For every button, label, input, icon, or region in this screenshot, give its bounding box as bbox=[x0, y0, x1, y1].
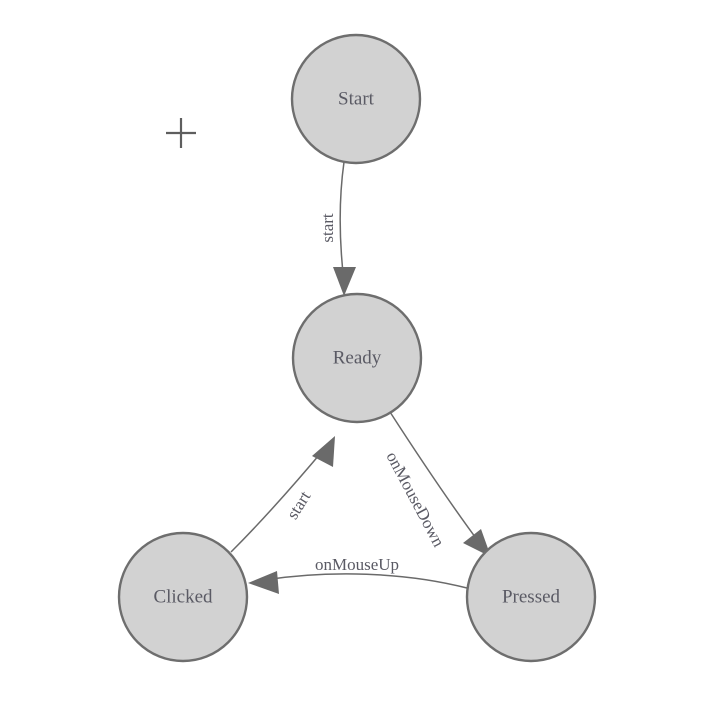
node-clicked[interactable]: Clicked bbox=[117, 531, 249, 663]
crosshair-icon bbox=[166, 118, 196, 148]
edge-line bbox=[389, 411, 482, 546]
edge-line bbox=[263, 573, 468, 589]
node-label-pressed: Pressed bbox=[502, 586, 561, 607]
node-label-clicked: Clicked bbox=[153, 586, 213, 607]
edge-ready-to-pressed[interactable]: onMouseDown bbox=[382, 411, 491, 557]
node-shape bbox=[117, 531, 249, 663]
edge-label-onmousedown: onMouseDown bbox=[382, 449, 448, 551]
arrowhead-icon bbox=[333, 267, 356, 296]
edge-start-to-ready[interactable]: start bbox=[318, 161, 356, 296]
edge-clicked-to-ready[interactable]: start bbox=[230, 436, 335, 553]
node-start[interactable]: Start bbox=[290, 33, 422, 165]
arrowhead-icon bbox=[248, 571, 279, 594]
edge-label-start-top: start bbox=[318, 213, 337, 243]
edge-label-onmouseup: onMouseUp bbox=[315, 555, 399, 574]
edge-pressed-to-clicked[interactable]: onMouseUp bbox=[248, 555, 468, 594]
node-shape bbox=[291, 292, 423, 424]
edge-line bbox=[339, 161, 345, 283]
node-shape bbox=[290, 33, 422, 165]
edge-label-start-bottom: start bbox=[283, 487, 315, 522]
arrowhead-icon bbox=[312, 436, 335, 467]
node-label-ready: Ready bbox=[333, 347, 382, 368]
node-shape bbox=[465, 531, 597, 663]
arrowhead-icon bbox=[463, 529, 491, 557]
node-pressed[interactable]: Pressed bbox=[465, 531, 597, 663]
edge-line bbox=[230, 447, 326, 553]
node-ready[interactable]: Ready bbox=[291, 292, 423, 424]
node-label-start: Start bbox=[338, 88, 375, 109]
